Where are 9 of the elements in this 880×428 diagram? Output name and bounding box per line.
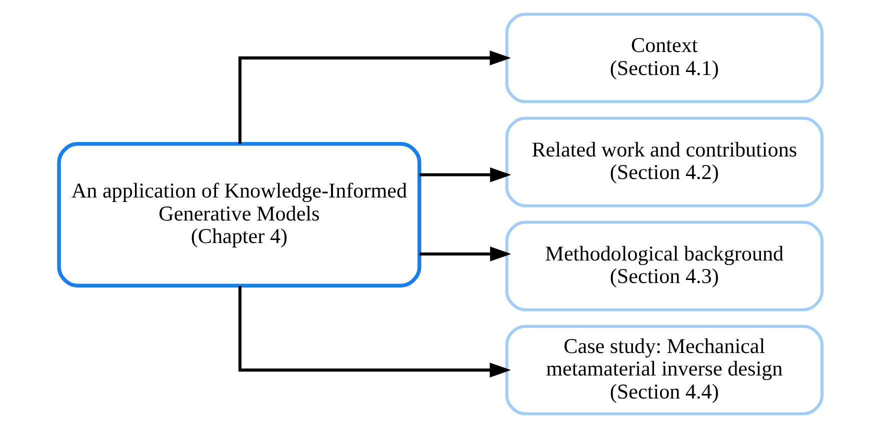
arrow bbox=[419, 246, 511, 262]
node-box: An application of Knowledge-Informed Generative Models (Chapter 4) bbox=[56, 142, 421, 288]
arrow bbox=[238, 50, 510, 144]
arrow bbox=[419, 167, 511, 182]
node-box: Context (Section 4.1) bbox=[504, 12, 823, 104]
node-box: Related work and contributions (Section 4.2) bbox=[504, 116, 823, 208]
arrow bbox=[238, 286, 510, 378]
node-box: Methodological background (Section 4.3) bbox=[504, 220, 823, 312]
node-box: Case study: Mechanical metamaterial inverse design (Section 4.4) bbox=[504, 324, 823, 416]
